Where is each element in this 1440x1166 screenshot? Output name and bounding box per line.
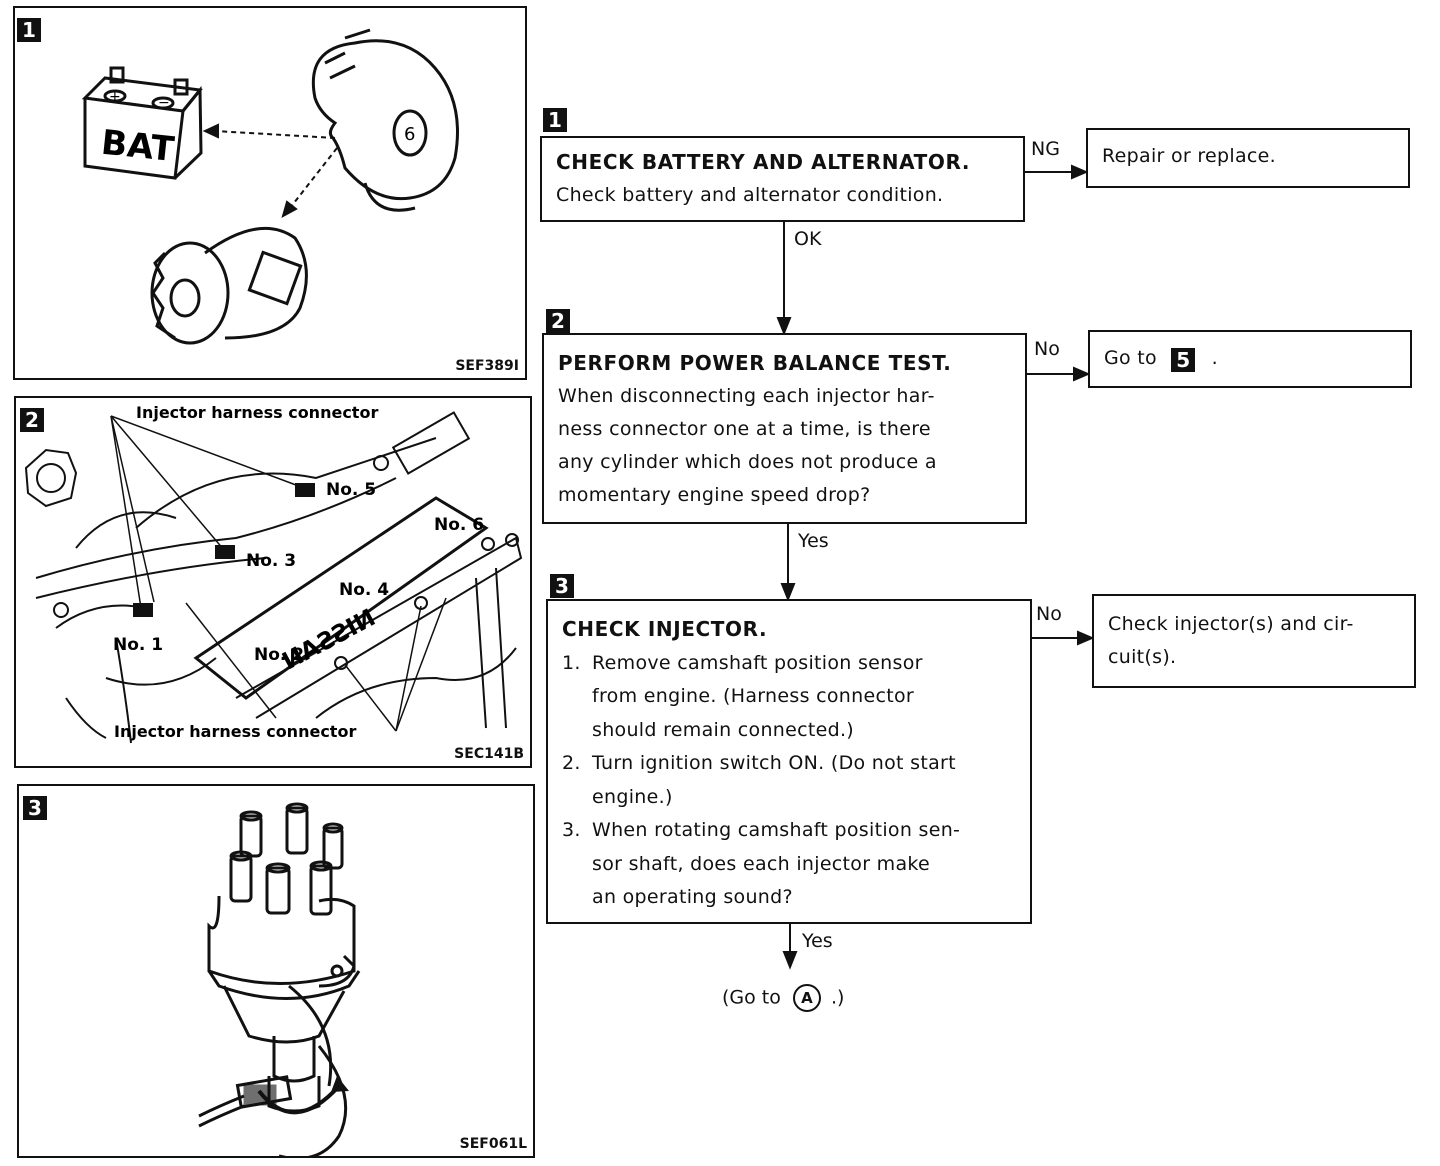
distributor-icon	[198, 802, 361, 1156]
step-1-text: Check battery and alternator condition.	[556, 184, 944, 206]
battery-minus: −	[158, 95, 170, 111]
go-to-a: (Go to A .)	[722, 984, 844, 1012]
sight-arrows	[202, 123, 338, 219]
figure-2-badge: 2	[20, 408, 44, 432]
figure-2-code: SEC141B	[454, 746, 524, 762]
callout-no5: No. 5	[326, 480, 376, 500]
step-2-no-result: Go to 5 .	[1088, 330, 1412, 388]
step-3-item-1-line-1: Remove camshaft position sensor	[592, 651, 923, 674]
distributor-illustration	[198, 802, 361, 1156]
go-to-a-circle: A	[792, 984, 821, 1012]
step-3-item-2-line-2: engine.)	[592, 785, 673, 808]
step-1-ng-result: Repair or replace.	[1086, 128, 1410, 188]
figure-1-code: SEF389I	[455, 358, 519, 374]
step-2-badge: 2	[546, 309, 570, 333]
step-3-title: CHECK INJECTOR.	[562, 617, 768, 641]
step-3-item-1: 1. Remove camshaft position sensor from …	[562, 647, 1016, 748]
callout-bottom: Injector harness connector	[114, 722, 356, 741]
step-3-item-2-line-1: Turn ignition switch ON. (Do not start	[592, 752, 956, 774]
alternator-icon	[150, 226, 308, 345]
rocker-cover	[193, 496, 489, 700]
step-3-item-3-line-1: When rotating camshaft position sen-	[592, 819, 961, 841]
step-3-item-3-line-2: sor shaft, does each injector make	[592, 852, 931, 875]
step-3-item-2: 2. Turn ignition switch ON. (Do not star…	[562, 747, 1016, 814]
step-1-box: CHECK BATTERY AND ALTERNATOR. Check batt…	[540, 136, 1025, 222]
step-3-item-3-line-3: an operating sound?	[592, 886, 793, 908]
battery-icon	[81, 66, 203, 180]
step-2-box: PERFORM POWER BALANCE TEST. When disconn…	[542, 333, 1027, 524]
callout-no2: No. 2	[254, 645, 304, 665]
step-3-item-1-line-3: should remain connected.)	[592, 718, 855, 741]
nissan-logo: NISSAN	[278, 603, 380, 675]
step-1-ng-label: NG	[1031, 138, 1060, 160]
step-3-no-result: Check injector(s) and cir- cuit(s).	[1092, 594, 1416, 688]
leader-lines	[110, 415, 447, 732]
step-2-no-prefix: Go to	[1104, 347, 1157, 369]
step-2-line-3: any cylinder which does not produce a	[558, 451, 937, 473]
go-to-5-badge: 5	[1171, 348, 1196, 372]
callout-no3: No. 3	[246, 551, 296, 571]
step-2-line-4: momentary engine speed drop?	[558, 484, 871, 506]
figure-1-badge: 1	[17, 18, 41, 42]
go-to-a-prefix: (Go to	[722, 986, 781, 1009]
step-1-badge: 1	[543, 108, 567, 132]
step-2-line-2: ness connector one at a time, is there	[558, 418, 931, 440]
step-3-badge: 3	[550, 574, 574, 598]
step-3-item-1-num: 1.	[562, 651, 581, 674]
step-3-item-1-line-2: from engine. (Harness connector	[592, 685, 915, 707]
step-3-no-result-line-1: Check injector(s) and cir-	[1108, 613, 1354, 635]
oil-cap-icon	[24, 448, 78, 508]
step-1-ng-result-text: Repair or replace.	[1102, 145, 1276, 167]
figure-3-code: SEF061L	[459, 1136, 527, 1152]
step-3-no-result-line-2: cuit(s).	[1108, 646, 1177, 668]
figure-1-panel: 1 BAT + − 6	[13, 6, 527, 380]
battery-plus: +	[109, 89, 121, 105]
step-2-no-suffix: .	[1211, 347, 1218, 369]
step-3-item-3-num: 3.	[562, 819, 581, 841]
step-3-list: 1. Remove camshaft position sensor from …	[562, 647, 1016, 915]
step-3-item-2-num: 2.	[562, 752, 581, 774]
rotation-arrow-head	[331, 1076, 349, 1092]
figure-2-panel: 2	[14, 396, 532, 768]
engine-injector-illustration: Injector harness connector No. 5 No. 6 N…	[24, 403, 523, 744]
step-3-yes-label: Yes	[802, 930, 833, 952]
figure-3-badge: 3	[23, 796, 47, 820]
step-1-title: CHECK BATTERY AND ALTERNATOR.	[556, 150, 971, 174]
callout-top: Injector harness connector	[136, 403, 378, 422]
callout-no4: No. 4	[339, 580, 389, 600]
callout-no6: No. 6	[434, 515, 484, 535]
step-2-line-1: When disconnecting each injector har-	[558, 385, 935, 407]
step-2-title: PERFORM POWER BALANCE TEST.	[558, 351, 952, 375]
connector-1	[133, 603, 153, 617]
battery-label: BAT	[99, 123, 176, 170]
ear-label: 6	[404, 124, 415, 145]
figure-3-panel: 3	[17, 784, 535, 1158]
step-2-no-label: No	[1034, 338, 1060, 360]
go-to-a-suffix: .)	[830, 986, 845, 1009]
step-3-box: CHECK INJECTOR. 1. Remove camshaft posit…	[546, 599, 1032, 924]
step-2-yes-label: Yes	[798, 530, 829, 552]
step-3-item-3: 3. When rotating camshaft position sen- …	[562, 814, 1016, 915]
callout-no1: No. 1	[113, 635, 163, 655]
step-1-ok-label: OK	[794, 228, 822, 250]
step-3-no-label: No	[1036, 603, 1062, 625]
connector-3	[215, 545, 235, 559]
battery-alternator-illustration: BAT + − 6	[81, 28, 459, 345]
mechanic-head-icon	[311, 28, 459, 212]
